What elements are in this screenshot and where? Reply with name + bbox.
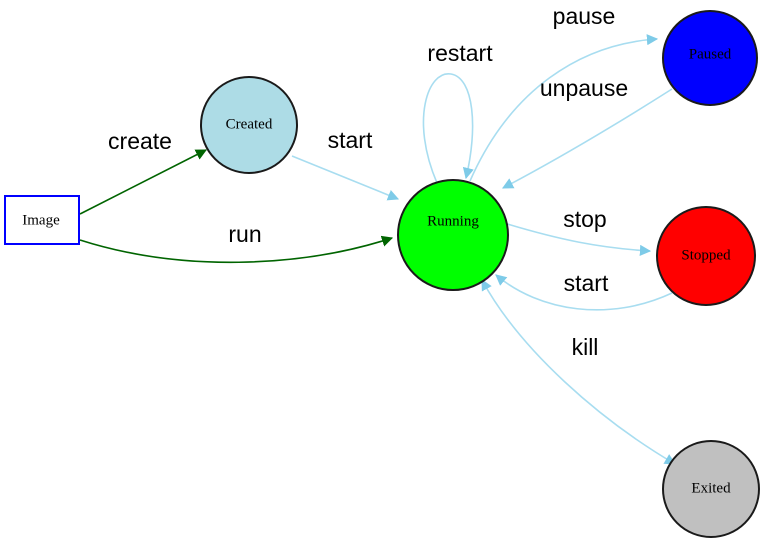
node-created[interactable]: Created bbox=[200, 76, 298, 174]
node-stopped-shape bbox=[656, 206, 756, 306]
edge-restart-label: restart bbox=[427, 40, 493, 66]
edge-kill-path bbox=[481, 279, 676, 465]
node-image[interactable]: Image bbox=[4, 195, 80, 245]
edges-layer: create run start restart pause bbox=[79, 3, 676, 465]
edge-create-path bbox=[79, 149, 207, 215]
edge-start-created[interactable]: start bbox=[291, 127, 400, 201]
node-created-shape bbox=[200, 76, 298, 174]
node-exited-shape bbox=[662, 440, 760, 538]
edge-start-stopped[interactable]: start bbox=[495, 270, 673, 311]
edge-start-stopped-label: start bbox=[564, 270, 609, 296]
node-stopped-label: Stopped bbox=[681, 247, 731, 263]
node-image-label: Image bbox=[22, 212, 60, 228]
node-paused[interactable]: Paused bbox=[662, 10, 758, 106]
edge-start-created-label: start bbox=[328, 127, 373, 153]
edge-stop-label: stop bbox=[563, 206, 606, 232]
node-paused-shape bbox=[662, 10, 758, 106]
node-stopped[interactable]: Stopped bbox=[656, 206, 756, 306]
node-image-shape bbox=[4, 195, 80, 245]
node-paused-label: Paused bbox=[689, 46, 732, 62]
edge-kill[interactable]: kill bbox=[481, 279, 676, 465]
node-running[interactable]: Running bbox=[397, 179, 509, 291]
edge-pause[interactable]: pause bbox=[469, 3, 659, 182]
edge-start-created-path bbox=[291, 155, 400, 201]
edge-unpause[interactable]: unpause bbox=[502, 75, 673, 189]
edge-create[interactable]: create bbox=[79, 128, 207, 215]
node-exited-label: Exited bbox=[691, 480, 731, 496]
edge-stop[interactable]: stop bbox=[503, 206, 652, 256]
edge-kill-label: kill bbox=[572, 334, 599, 360]
edge-restart-path bbox=[422, 73, 474, 184]
nodes-layer: Image Created Running Paused Stopped bbox=[4, 10, 760, 538]
edge-restart[interactable]: restart bbox=[422, 40, 493, 184]
node-exited[interactable]: Exited bbox=[662, 440, 760, 538]
node-running-label: Running bbox=[427, 213, 479, 229]
edge-unpause-label: unpause bbox=[540, 75, 628, 101]
node-created-label: Created bbox=[226, 116, 273, 132]
edge-create-label: create bbox=[108, 128, 172, 154]
node-running-shape bbox=[397, 179, 509, 291]
edge-run-label: run bbox=[228, 221, 261, 247]
edge-run[interactable]: run bbox=[79, 221, 394, 264]
edge-pause-path bbox=[469, 34, 659, 182]
edge-pause-label: pause bbox=[553, 3, 616, 29]
edge-stop-path bbox=[503, 222, 652, 256]
edge-run-path bbox=[79, 235, 394, 264]
edge-unpause-path bbox=[502, 88, 673, 189]
